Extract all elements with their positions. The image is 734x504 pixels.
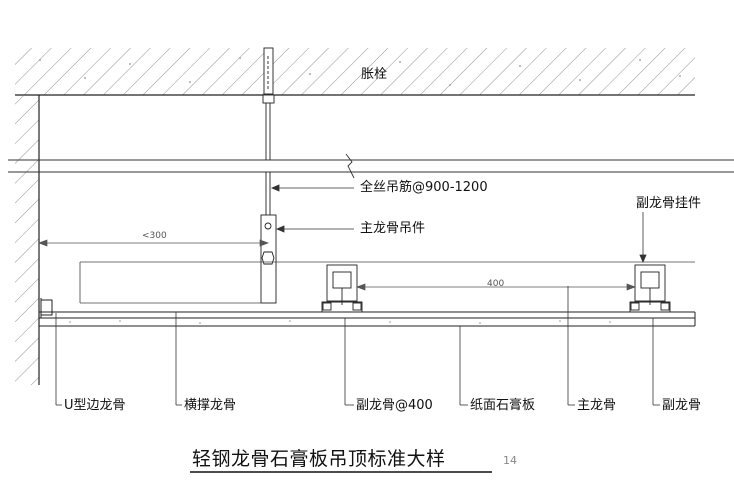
dimension-text-keel-spacing: 400: [487, 279, 505, 289]
drawing-title: 轻钢龙骨石膏板吊顶标准大样: [192, 448, 446, 470]
label-u-edge-keel: U型边龙骨: [64, 398, 126, 413]
leader-lines: [55, 184, 660, 406]
u-edge-keel: [40, 298, 53, 318]
label-main-keel-hanger: 主龙骨吊件: [360, 221, 426, 236]
main-keel-line: [79, 261, 695, 304]
secondary-keel-hanger-left: [321, 264, 363, 312]
expansion-bolt: [262, 47, 275, 104]
label-secondary-keel: 副龙骨: [662, 398, 702, 413]
board-texture: [69, 320, 611, 324]
label-cross-brace-keel: 横撑龙骨: [184, 398, 237, 413]
gypsum-board: [39, 311, 696, 327]
threaded-rod: [265, 103, 271, 216]
label-expansion-bolt: 胀栓: [361, 67, 388, 82]
dimension-text-wall-offset: <300: [142, 231, 167, 241]
dimension-wall-offset: [38, 239, 269, 247]
label-secondary-keel-hanger: 副龙骨挂件: [636, 196, 702, 211]
break-line: [8, 153, 734, 179]
main-keel-hanger: [260, 214, 277, 304]
label-threaded-rod: 全丝吊筋@900-1200: [360, 180, 488, 195]
label-gypsum-board: 纸面石膏板: [470, 398, 536, 413]
concrete-slab: [15, 48, 695, 96]
dimension-keel-spacing: [356, 283, 636, 291]
label-main-keel: 主龙骨: [577, 398, 617, 413]
drawing-number: 14: [503, 454, 517, 467]
label-secondary-keel-400: 副龙骨@400: [356, 398, 433, 413]
side-wall: [15, 95, 40, 385]
secondary-keel-hanger-right: [629, 264, 671, 312]
